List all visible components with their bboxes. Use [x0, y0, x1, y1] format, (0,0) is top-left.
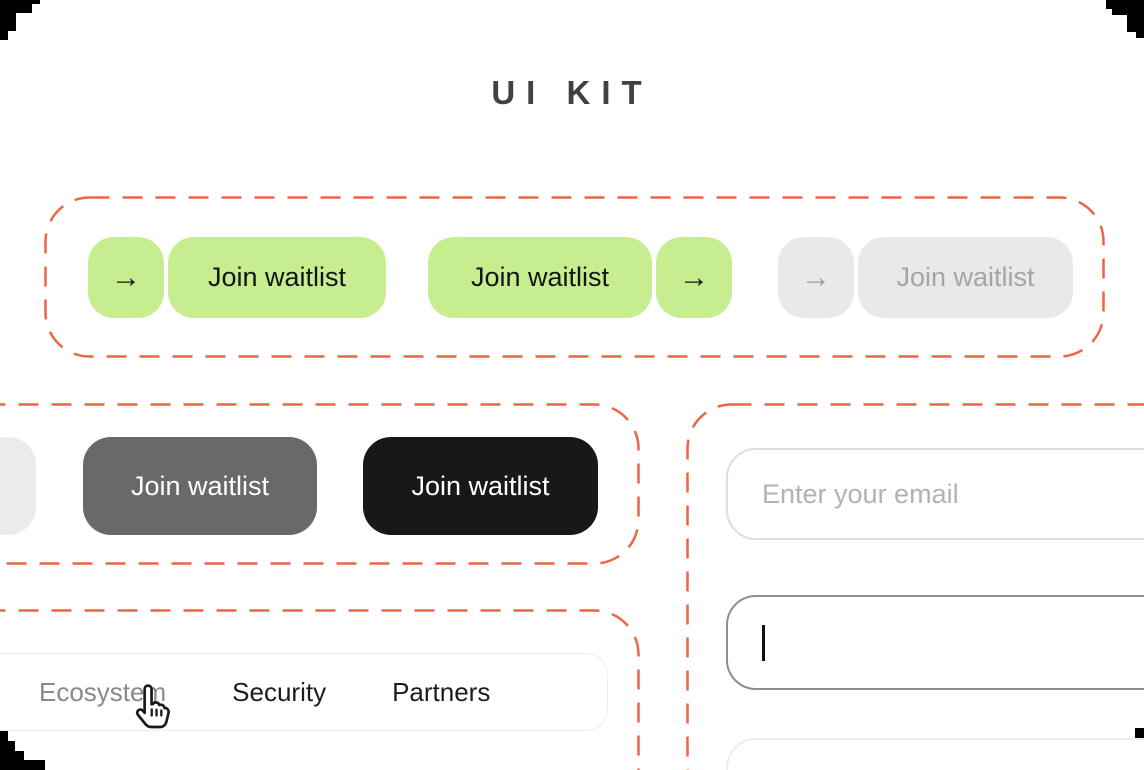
navbar: Ecosystem Security Partners [0, 653, 608, 731]
button-variant-leading-arrow: → Join waitlist [88, 237, 386, 318]
email-input-focused[interactable] [726, 595, 1144, 690]
email-input-partial[interactable] [726, 738, 1144, 770]
email-form-section-outline [686, 403, 1144, 770]
nav-item-ecosystem[interactable]: Ecosystem [39, 676, 167, 707]
join-waitlist-button[interactable]: Join waitlist [428, 237, 652, 318]
join-waitlist-button-black[interactable]: Join waitlist [363, 437, 598, 535]
join-waitlist-button-light-partial[interactable] [0, 437, 36, 535]
nav-item-partners[interactable]: Partners [392, 676, 491, 707]
pixel-corner-top-right [1106, 0, 1144, 38]
join-waitlist-button-gray[interactable]: Join waitlist [83, 437, 317, 535]
button-variant-disabled: → Join waitlist [778, 237, 1073, 318]
join-waitlist-button-disabled[interactable]: Join waitlist [858, 237, 1073, 318]
navbar-section-outline [0, 609, 640, 770]
nav-item-security[interactable]: Security [232, 676, 327, 707]
pixel-corner-top-left [0, 0, 40, 40]
solid-buttons-section-outline [0, 403, 640, 565]
arrow-right-button-disabled[interactable]: → [778, 237, 854, 318]
arrow-right-button[interactable]: → [88, 237, 164, 318]
page-title: UI KIT [491, 74, 653, 111]
button-variant-trailing-arrow: Join waitlist → [428, 237, 732, 318]
join-waitlist-button[interactable]: Join waitlist [168, 237, 386, 318]
buttons-section-outline [44, 196, 1105, 358]
arrow-right-icon: → [111, 260, 141, 294]
arrow-right-icon: → [679, 260, 709, 294]
arrow-right-button[interactable]: → [656, 237, 732, 318]
arrow-right-icon: → [801, 260, 831, 294]
text-caret [762, 625, 765, 661]
email-input[interactable] [726, 448, 1144, 540]
